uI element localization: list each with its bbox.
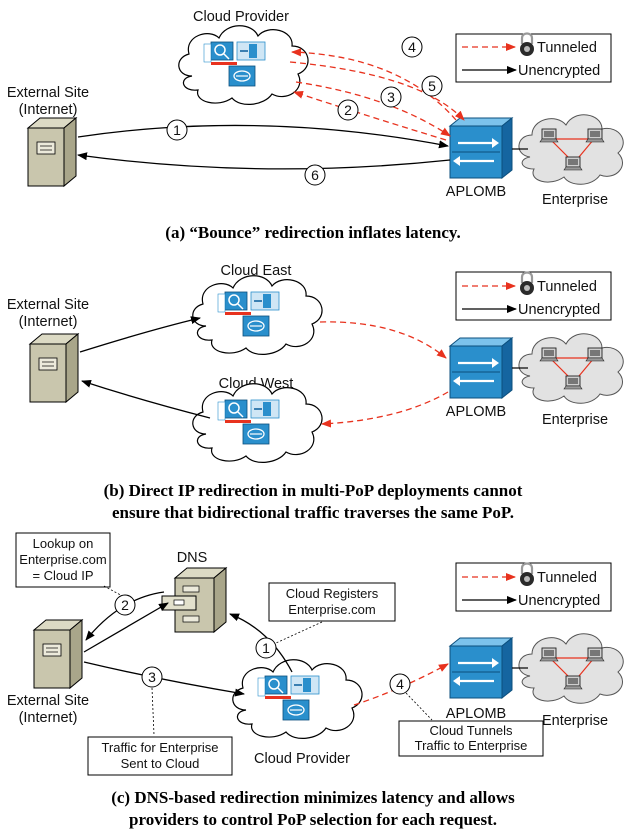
aplomb-router-icon xyxy=(448,636,514,700)
arrow-2a xyxy=(83,602,169,653)
svg-text:Enterprise.com: Enterprise.com xyxy=(19,552,106,567)
dns-server-icon xyxy=(161,566,228,634)
cloud-provider-label: Cloud Provider xyxy=(193,9,289,25)
cloud-east-icon xyxy=(191,274,323,356)
external-site-label: External Site xyxy=(7,85,89,101)
svg-text:4: 4 xyxy=(396,676,404,692)
tunnel-aplomb-to-west xyxy=(321,391,449,428)
aplomb-label: APLOMB xyxy=(446,184,506,200)
panel-b: Cloud East Cloud West External Site (Int… xyxy=(7,263,624,522)
arrow-4 xyxy=(291,48,457,121)
tunnel-east-to-aplomb xyxy=(319,321,447,359)
svg-text:Sent to Cloud: Sent to Cloud xyxy=(121,756,200,771)
external-site-label: External Site xyxy=(7,297,89,313)
internet-label: (Internet) xyxy=(19,102,78,118)
aplomb-label: APLOMB xyxy=(446,404,506,420)
aplomb-label: APLOMB xyxy=(446,706,506,722)
legend-tunneled: Tunneled xyxy=(537,279,597,295)
enterprise-label: Enterprise xyxy=(542,412,608,428)
svg-text:2: 2 xyxy=(344,102,352,118)
step-1-marker: 1 xyxy=(166,119,188,141)
svg-text:Enterprise.com: Enterprise.com xyxy=(288,602,375,617)
register-note xyxy=(268,582,396,622)
svg-text:Cloud Tunnels: Cloud Tunnels xyxy=(429,723,513,738)
svg-text:Lookup on: Lookup on xyxy=(33,536,94,551)
step-4-marker: 4 xyxy=(389,673,411,695)
arrow-6 xyxy=(77,152,451,170)
svg-text:1: 1 xyxy=(173,122,181,138)
svg-text:= Cloud IP: = Cloud IP xyxy=(32,568,93,583)
svg-text:1: 1 xyxy=(262,640,270,656)
svg-text:6: 6 xyxy=(311,167,319,183)
internet-label: (Internet) xyxy=(19,314,78,330)
aplomb-router-icon xyxy=(448,116,514,180)
svg-text:3: 3 xyxy=(387,89,395,105)
arrow-1 xyxy=(229,613,293,673)
panel-a: Cloud Provider External Site (Internet) … xyxy=(7,9,624,242)
arrow-4 xyxy=(353,663,449,706)
arrow-3 xyxy=(83,661,245,697)
external-server-icon xyxy=(33,619,83,689)
step-4-marker: 4 xyxy=(401,36,423,58)
svg-text:Traffic to Enterprise: Traffic to Enterprise xyxy=(415,738,528,753)
arrow-3 xyxy=(295,81,451,137)
svg-text:2: 2 xyxy=(121,597,129,613)
arrow-2 xyxy=(293,90,447,141)
external-server-icon xyxy=(27,117,77,187)
legend-unencrypted: Unencrypted xyxy=(518,593,600,609)
caption-c-line1: (c) DNS-based redirection minimizes late… xyxy=(111,788,515,807)
cloud-provider-label: Cloud Provider xyxy=(254,751,350,767)
legend-box xyxy=(455,33,612,83)
cloud-provider-icon xyxy=(177,24,309,106)
external-site-label: External Site xyxy=(7,693,89,709)
caption-b-line1: (b) Direct IP redirection in multi-PoP d… xyxy=(104,481,523,500)
enterprise-network-icon xyxy=(518,333,624,404)
enterprise-network-icon xyxy=(518,114,624,185)
tunnel-note xyxy=(398,720,544,757)
step-2-marker: 2 xyxy=(337,99,359,121)
cloud-east-label: Cloud East xyxy=(221,263,292,279)
svg-text:3: 3 xyxy=(148,669,156,685)
dns-label: DNS xyxy=(177,550,208,566)
svg-text:Traffic for Enterprise: Traffic for Enterprise xyxy=(101,740,218,755)
step-3-marker: 3 xyxy=(141,666,163,688)
cloud-provider-icon xyxy=(231,658,363,740)
step-2-marker: 2 xyxy=(114,594,136,616)
svg-text:Cloud Registers: Cloud Registers xyxy=(286,586,379,601)
enterprise-network-icon xyxy=(518,633,624,704)
cloud-west-icon xyxy=(191,382,323,464)
legend-unencrypted: Unencrypted xyxy=(518,63,600,79)
internet-label: (Internet) xyxy=(19,710,78,726)
legend-box xyxy=(455,562,612,612)
arrow-5 xyxy=(289,61,465,121)
step-6-marker: 6 xyxy=(304,164,326,186)
arrow-site-to-east xyxy=(79,316,201,353)
caption-b-line2: ensure that bidirectional traffic traver… xyxy=(112,503,514,522)
caption-a: (a) “Bounce” redirection inflates latenc… xyxy=(165,223,460,242)
lookup-note xyxy=(15,532,111,588)
traffic-note xyxy=(87,736,233,776)
legend-unencrypted: Unencrypted xyxy=(518,302,600,318)
caption-c-line2: providers to control PoP selection for e… xyxy=(129,810,497,829)
arrow-west-to-site xyxy=(81,380,211,419)
step-1-marker: 1 xyxy=(255,637,277,659)
arrow-1 xyxy=(77,124,449,149)
external-server-icon xyxy=(29,333,79,403)
svg-text:5: 5 xyxy=(428,78,436,94)
legend-tunneled: Tunneled xyxy=(537,40,597,56)
panel-c: Lookup on Enterprise.com = Cloud IP DNS … xyxy=(7,532,624,829)
step-3-marker: 3 xyxy=(380,86,402,108)
legend-box xyxy=(455,271,612,321)
svg-text:4: 4 xyxy=(408,39,416,55)
legend-tunneled: Tunneled xyxy=(537,570,597,586)
step-5-marker: 5 xyxy=(421,75,443,97)
aplomb-router-icon xyxy=(448,336,514,400)
enterprise-label: Enterprise xyxy=(542,192,608,208)
enterprise-label: Enterprise xyxy=(542,713,608,729)
